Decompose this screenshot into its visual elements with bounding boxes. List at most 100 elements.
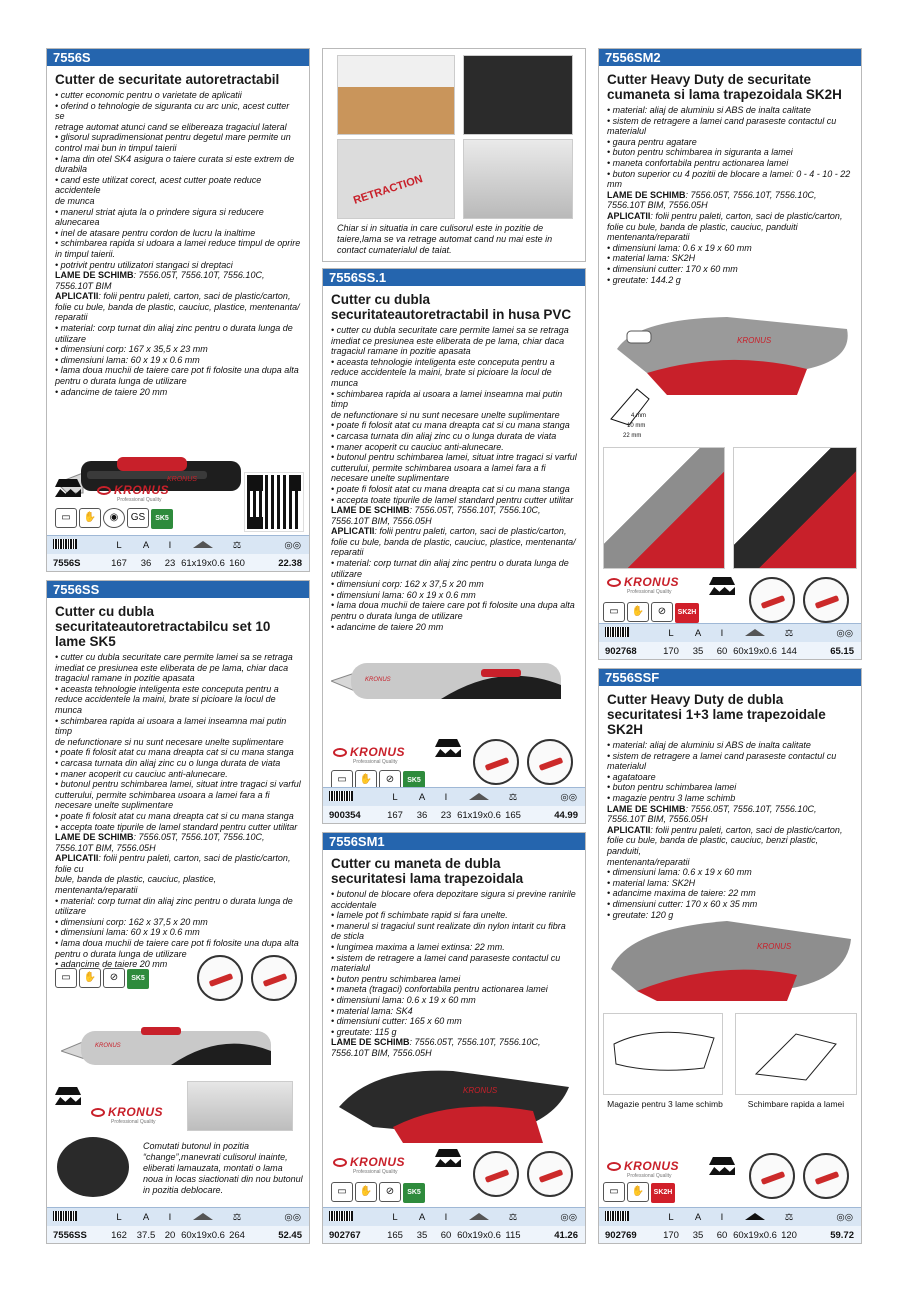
blade-change-icon xyxy=(527,739,573,785)
description-line: • poate fi folosit atat cu mana dreapta … xyxy=(331,420,570,431)
description-line: • dimensiuni lama: 0.6 x 19 x 60 mm xyxy=(331,994,476,1005)
description-line: • lama din otel SK4 asigura o taiere cur… xyxy=(55,153,295,164)
product-7556SM2: 7556SM2 Cutter Heavy Duty de securitate … xyxy=(598,48,862,660)
qr-code xyxy=(244,472,304,532)
spec-table: L A I ⚖ ◎◎ 902767 165 35 60 60x19x0.6 11… xyxy=(323,1207,585,1243)
description-line: • sistem de retragere a lamei cand paras… xyxy=(607,750,837,772)
weight-icon: ⚖ xyxy=(232,539,242,551)
svg-text:KRONUS: KRONUS xyxy=(95,1043,121,1049)
sk5-badge: SK5 xyxy=(151,509,173,529)
description-line: cutterului, permite schimbarea usoara a … xyxy=(331,462,546,473)
blade-change-icon xyxy=(803,1153,849,1199)
description-line: • adancime maxima de taiere: 22 mm xyxy=(607,888,756,899)
description-line: • material: corp turnat din aliaj zinc p… xyxy=(331,558,569,569)
cutter-photo-right xyxy=(733,447,857,569)
description-line: • greutate: 144.2 g xyxy=(607,274,681,285)
description-line: folie cu bule, banda de plastic, cauciuc… xyxy=(331,536,576,547)
description-line: pentru o durata lunga de utilizare xyxy=(55,948,187,959)
description-line: pentru o durata lunga de utilizare xyxy=(331,611,463,622)
barcode-icon xyxy=(605,1210,629,1221)
blade-icons xyxy=(709,1157,737,1182)
description-line: • maner acoperit cu cauciuc anti-aluneca… xyxy=(331,441,504,452)
feature-icons: ▭✋⊘SK5 xyxy=(331,1181,425,1203)
product-code: 7556SS.1 xyxy=(323,269,585,286)
description-line: de nefunctionare si nu sunt necesare une… xyxy=(331,409,560,420)
description-line: folie cu bule, banda de plastic, cauciuc… xyxy=(607,221,798,232)
labeled-line: LAME DE SCHIMB: 7556.05T, 7556.10T, 7556… xyxy=(607,189,817,200)
blade-size-icon xyxy=(469,792,489,800)
glove-icon: ✋ xyxy=(355,1182,377,1202)
labeled-line: APLICATII: folii pentru paleti, carton, … xyxy=(55,291,291,302)
labeled-line: LAME DE SCHIMB: 7556.05T, 7556.10T, 7556… xyxy=(55,270,265,281)
carton-icon: ▭ xyxy=(603,1182,625,1202)
product-code: 7556SM2 xyxy=(599,49,861,66)
description-line: • buton pentru schimbarea in siguranta a… xyxy=(607,147,793,158)
description-line: • material lama: SK2H xyxy=(607,253,696,264)
coins-icon: ◎◎ xyxy=(284,539,301,551)
description-line: de nefunctionare si nu sunt necesare une… xyxy=(55,736,284,747)
change-button-image xyxy=(57,1137,129,1197)
product-7556SM1: 7556SM1 Cutter cu maneta de dubla securi… xyxy=(322,832,586,1244)
description-line: • sistem de retragere a lamei cand paras… xyxy=(607,115,837,137)
safety-retract-icon xyxy=(749,577,795,623)
blade-icons xyxy=(709,577,737,602)
product-7556SS1: 7556SS.1 Cutter cu dubla securitateautor… xyxy=(322,268,586,824)
cutter-image: KRONUS xyxy=(607,309,855,404)
product-code: 7556S xyxy=(47,49,309,66)
no-cut-icon: ⊘ xyxy=(651,602,673,622)
cutter-image: KRONUS xyxy=(56,431,257,511)
title-line: maneta si lama trapezoidala SK2H xyxy=(622,87,842,102)
glove-icon: ✋ xyxy=(79,508,101,528)
description-line: • carcasa turnata din aliaj zinc cu o lu… xyxy=(55,757,281,768)
feature-icons: ▭✋⊘SK5 xyxy=(55,967,149,989)
description-line: pentru o durata lunga de utilizare xyxy=(55,376,187,387)
quick-change-diagram xyxy=(735,1013,857,1095)
description-line: • dimensiuni lama: 60 x 19 x 0.6 mm xyxy=(55,927,200,938)
depth-label-10: 10 mm xyxy=(627,423,646,429)
title-line: Cutter Heavy Duty de securitate cu xyxy=(607,72,812,102)
spec-table: L A I ⚖ ◎◎ 900354 167 36 23 61x19x0.6 16… xyxy=(323,787,585,823)
description-line: imediat ce presiunea este eliberata de p… xyxy=(55,662,289,673)
product-description: • cutter economic pentru o varietate de … xyxy=(47,90,309,397)
description-line: 7556.10T BIM, 7556.05H xyxy=(331,515,432,526)
glove-icon: ✋ xyxy=(627,1182,649,1202)
cutter-closeup-photo xyxy=(463,55,573,135)
description-line: cutterului, permite schimbarea usoara a … xyxy=(55,789,270,800)
description-line: • glisorul supradimensionat pentru deget… xyxy=(55,132,291,143)
description-line: necesare unelte suplimentare xyxy=(331,473,450,484)
description-line: • dimensiuni lama: 0.6 x 19 x 60 mm xyxy=(607,867,752,878)
caption-line: lama se va retrage automat cand nu mai e… xyxy=(337,234,553,255)
description-line: • buton pentru schimbarea lamei xyxy=(607,782,737,793)
caption-line: Chiar si in situatia in care culisorul e… xyxy=(337,223,544,244)
cutter-retracted-photo xyxy=(463,139,573,219)
description-line: tragaciul ramane in pozitie apasata xyxy=(331,346,471,357)
description-line: • cand este utilizat corect, acest cutte… xyxy=(55,174,262,196)
description-line: in timpul taierii. xyxy=(55,248,116,259)
barcode-icon xyxy=(329,790,353,801)
description-line: • adancime de taiere 20 mm xyxy=(55,386,168,397)
description-line: reduce accidentele la maini, brate si pi… xyxy=(331,367,552,388)
description-line: • poate fi folosit atat cu mana dreapta … xyxy=(55,747,294,758)
sk5-badge: SK5 xyxy=(403,771,425,791)
description-line: reparatii xyxy=(55,312,88,323)
sk2h-badge: SK2H xyxy=(651,1183,675,1203)
description-line: • material: aliaj de aluminiu si ABS de … xyxy=(607,105,811,115)
magazine-label: Magazie pentru 3 lame schimb xyxy=(607,1099,723,1109)
coins-icon: ◎◎ xyxy=(836,627,853,639)
spec-value-row: 902768 170 35 60 60x19x0.6 144 65.15 xyxy=(605,645,854,657)
description-line: • dimensiuni cutter: 165 x 60 mm xyxy=(331,1016,462,1027)
title-line: Cutter cu dubla securitate xyxy=(331,292,431,322)
blade-icons xyxy=(55,479,83,504)
spec-header-row: L A I ⚖ ◎◎ xyxy=(47,1208,309,1226)
description-line: necesare unelte suplimentare xyxy=(55,800,174,811)
sk5-badge: SK5 xyxy=(127,969,149,989)
blade-size-icon xyxy=(745,1212,765,1220)
barcode-icon xyxy=(329,1210,353,1221)
feature-icons: ▭✋SK2H xyxy=(603,1181,675,1203)
blade-pack-image xyxy=(187,1081,293,1131)
product-title: Cutter Heavy Duty de securitate cumaneta… xyxy=(599,66,861,105)
blade-depth-diagram: 4 mm 10 mm 22 mm xyxy=(609,369,689,449)
coins-icon: ◎◎ xyxy=(560,791,577,803)
